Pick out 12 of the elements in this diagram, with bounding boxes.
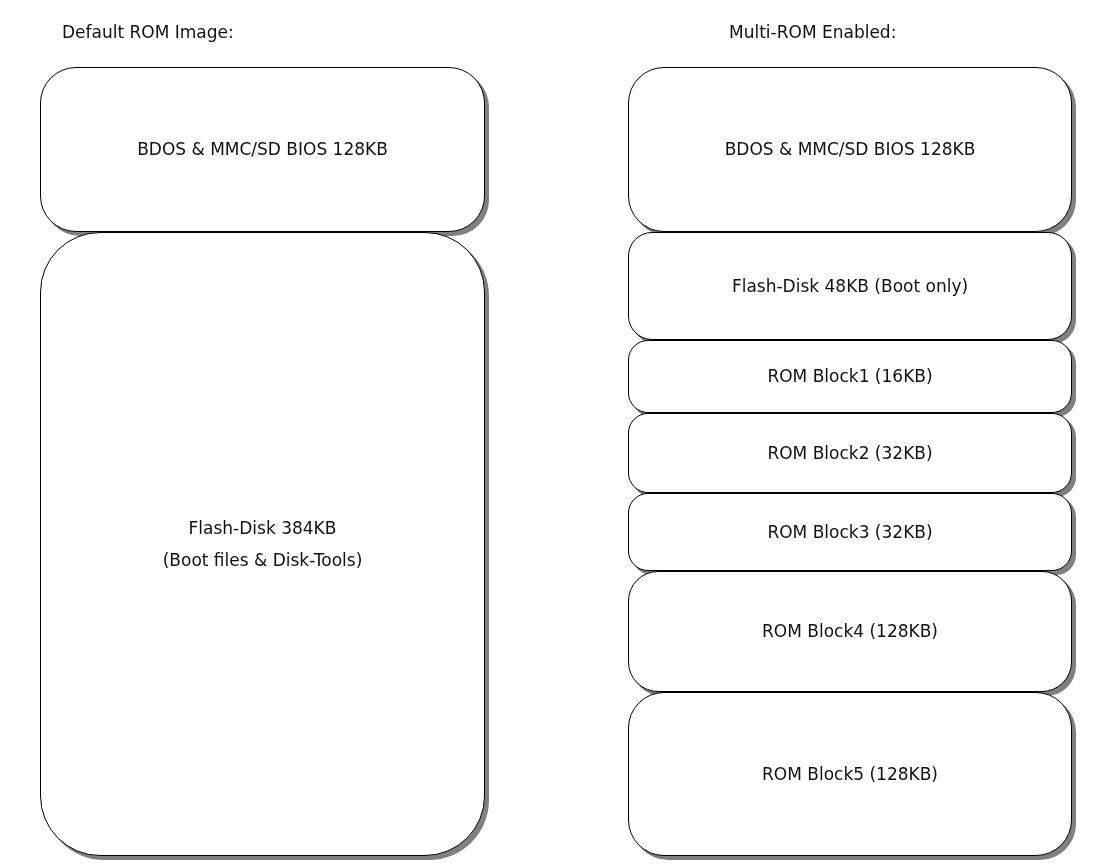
block-label: ROM Block2 (32KB) — [767, 441, 933, 465]
block-label: BDOS & MMC/SD BIOS 128KB — [724, 138, 976, 162]
block-label: ROM Block1 (16KB) — [767, 365, 933, 389]
block-label: ROM Block3 (32KB) — [767, 520, 933, 544]
column-heading: Multi-ROM Enabled: — [729, 22, 897, 42]
block-label: (Boot files & Disk-Tools) — [162, 549, 363, 572]
block-label: BDOS & MMC/SD BIOS 128KB — [137, 138, 388, 162]
column-heading: Default ROM Image: — [62, 22, 234, 42]
block-label: Flash-Disk 384KB — [188, 516, 337, 540]
block-label: ROM Block4 (128KB) — [762, 620, 938, 644]
block-label: Flash-Disk 48KB (Boot only) — [731, 274, 969, 298]
block-label: ROM Block5 (128KB) — [762, 762, 938, 786]
